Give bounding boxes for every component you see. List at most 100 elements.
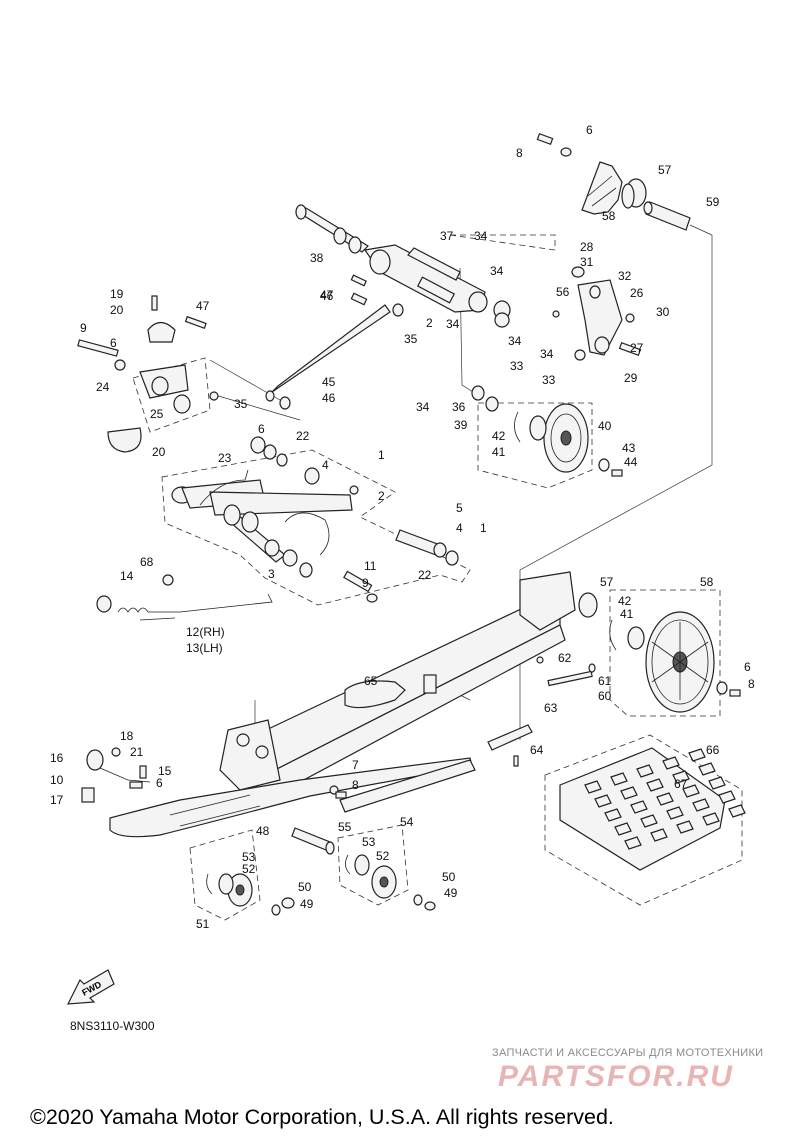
callout-16: 16 [50,751,64,765]
callout-6-3: 6 [110,336,117,350]
track-lug [688,748,706,762]
left-bracket-assembly [77,295,219,453]
track-lug [620,786,638,800]
track-lug [646,778,664,792]
callout-42: 42 [492,429,506,443]
diagram-code: 8NS3110-W300 [70,1019,155,1033]
callout-11: 11 [364,559,377,573]
callout-28: 28 [580,240,594,254]
callout-1-2: 1 [480,521,487,535]
callout-1: 1 [378,448,385,462]
center-wheel-assembly [471,385,623,477]
callout-21: 21 [130,745,144,759]
callout-55: 55 [338,820,352,834]
callout-52-2: 52 [376,849,390,863]
callout-63: 63 [544,701,558,715]
track-lug [698,762,716,776]
callout-46: 46 [320,289,334,303]
callout-6-4: 6 [156,776,163,790]
callout-34: 34 [474,229,488,243]
callout-51: 51 [196,917,210,931]
front-wheel-assemblies [206,827,436,916]
callout-15: 15 [158,764,172,778]
track-lug [666,806,684,820]
callout-6: 6 [586,123,593,137]
callout-6-2: 6 [258,422,265,436]
callout-53: 53 [242,850,256,864]
track-lug [624,836,642,850]
callout-66: 66 [706,743,720,757]
callout-3: 3 [268,567,275,581]
callout-34-5: 34 [540,347,554,361]
callout-57-2: 57 [600,575,614,589]
callout-20: 20 [110,303,124,317]
track-lug [708,776,726,790]
callout-61: 61 [598,674,612,688]
track-lug [728,804,746,818]
callout-22: 22 [296,429,310,443]
callout-25: 25 [150,407,164,421]
slide-rail-frame [109,571,741,838]
callout-2: 2 [378,489,385,503]
callout-22-2: 22 [418,568,432,582]
callout-50: 50 [298,880,312,894]
callout-4: 4 [322,458,329,472]
track-lug [682,784,700,798]
callout-45: 45 [322,375,336,389]
copyright-notice: ©2020 Yamaha Motor Corporation, U.S.A. A… [30,1105,614,1129]
top-wheel-assembly [536,133,691,231]
callout-48: 48 [256,824,270,838]
callout-38: 38 [310,251,324,265]
front-bumper-parts [81,747,347,803]
callout-35: 35 [404,332,418,346]
callout-53-2: 53 [362,835,376,849]
callout-8-2: 8 [748,677,755,691]
callout-39: 39 [454,418,468,432]
fwd-arrow-group: FWD [66,969,115,1005]
track-lug [640,814,658,828]
fwd-arrow-icon [66,969,115,1005]
track-lug [584,780,602,794]
track-lug [692,798,710,812]
callout-24: 24 [96,380,110,394]
callout-52: 52 [242,862,256,876]
callout-40: 40 [598,419,612,433]
callout-44: 44 [624,455,638,469]
torsion-spring [96,574,273,621]
callout-8: 8 [516,146,523,160]
track-lug [630,800,648,814]
callout-41: 41 [492,445,506,459]
callout-20-2: 20 [152,445,166,459]
callout-54: 54 [400,815,414,829]
callout-2-2: 2 [426,316,433,330]
callout-33: 33 [510,359,524,373]
callout-49-2: 49 [444,886,458,900]
callout-12rh: 12(RH) [186,625,225,639]
callout-37: 37 [440,229,454,243]
track-lug [672,770,690,784]
track-lug [604,808,622,822]
track-lug [656,792,674,806]
callout-34-3: 34 [446,317,460,331]
watermark-brand: PARTSFOR.RU [498,1060,734,1093]
callout-64: 64 [530,743,544,757]
callout-58: 58 [602,209,616,223]
callout-9: 9 [80,321,87,335]
callout-36: 36 [452,400,466,414]
callout-29: 29 [624,371,638,385]
callout-13lh: 13(LH) [186,641,223,655]
callout-62: 62 [558,651,572,665]
upper-arm-assembly [265,204,511,410]
callout-43: 43 [622,441,636,455]
callout-34-4: 34 [508,334,522,348]
callout-49: 49 [300,897,314,911]
callout-35-2: 35 [234,397,248,411]
callout-67: 67 [674,777,688,791]
callout-68: 68 [140,555,154,569]
callout-41-2: 41 [620,607,634,621]
callout-7: 7 [352,758,359,772]
callout-46-2: 46 [322,391,336,405]
callout-18: 18 [120,729,134,743]
